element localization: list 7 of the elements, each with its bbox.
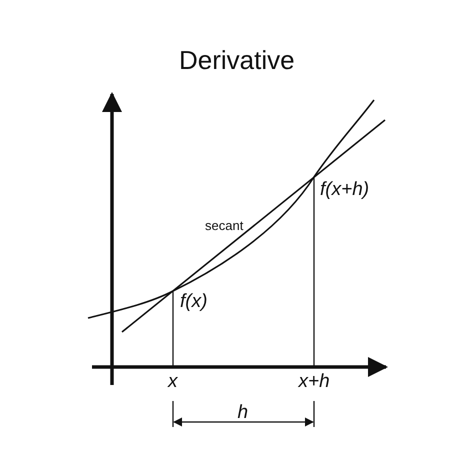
dimension-label: h [238, 402, 248, 422]
axis-label: x+h [298, 372, 330, 390]
diagram-title: Derivative [179, 47, 295, 73]
axis-label: x [168, 372, 178, 390]
point-label: f(x) [180, 292, 208, 310]
point-label: f(x+h) [320, 180, 370, 198]
curve-label: secant [205, 218, 244, 232]
